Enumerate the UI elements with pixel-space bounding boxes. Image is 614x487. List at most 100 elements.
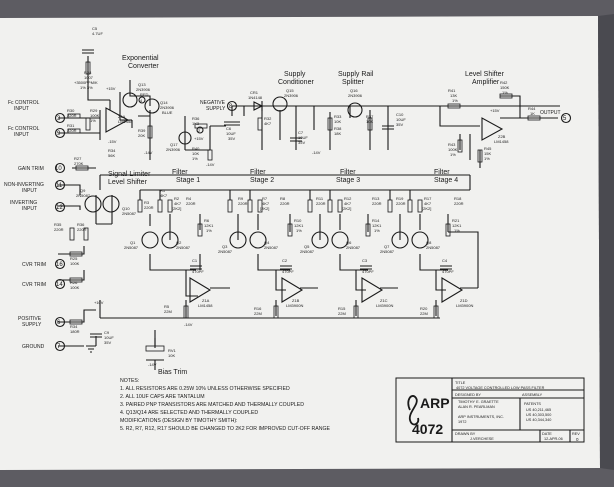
svg-text:LM1458: LM1458 [118, 119, 133, 124]
rail-plus15-a: +15V [106, 86, 116, 91]
svg-text:2N5087: 2N5087 [264, 245, 279, 250]
svg-text:4K7: 4K7 [424, 201, 432, 206]
block-signal-limiter-1: Signal Limiter [108, 171, 151, 178]
svg-text:18K: 18K [334, 131, 341, 136]
svg-text:1N4148: 1N4148 [248, 95, 263, 100]
arp-logo: ARP [407, 395, 450, 426]
svg-text:Q7: Q7 [384, 244, 390, 249]
svg-text:R36: R36 [192, 116, 200, 121]
svg-text:R15: R15 [338, 306, 346, 311]
svg-text:R41: R41 [448, 88, 456, 93]
svg-text:150K: 150K [500, 85, 510, 90]
svg-text:100K: 100K [70, 285, 80, 290]
port-fc-control-2-label: Fc CONTROL [8, 126, 40, 132]
patents-label: PATENTS [524, 402, 541, 406]
transistor-q16-symbol [347, 102, 363, 118]
svg-text:R14: R14 [372, 218, 380, 223]
svg-text:R37: R37 [366, 114, 374, 119]
svg-text:Q16: Q16 [350, 88, 358, 93]
rail-plus15-b: +15V [490, 108, 500, 113]
transistor-q13-symbol [122, 92, 138, 108]
block-exp-converter-2: Converter [128, 63, 159, 70]
svg-text:1%: 1% [374, 228, 380, 233]
rail-minus15-a: -15V [108, 139, 117, 144]
port-inv-label-2: INPUT [22, 206, 37, 212]
svg-text:2N3906: 2N3906 [284, 93, 299, 98]
rail-minus14-e: -14V [148, 362, 157, 367]
block-supply-conditioner-1: Supply [284, 71, 306, 78]
title-label: TITLE [455, 381, 466, 385]
svg-text:R13: R13 [372, 196, 380, 201]
svg-text:220R: 220R [54, 227, 64, 232]
svg-text:2N5087: 2N5087 [122, 211, 137, 216]
svg-text:LM3900N: LM3900N [456, 303, 473, 308]
svg-text:RED: RED [140, 92, 149, 97]
port-inv-num: 12 [56, 205, 63, 211]
port-gain-trim-num: 10 [55, 166, 62, 172]
port-output-label: OUTPUT [540, 110, 561, 116]
svg-text:R35: R35 [54, 222, 62, 227]
svg-text:220R: 220R [238, 201, 248, 206]
port-labels: Fc CONTROL INPUT 3 Fc CONTROL INPUT 9 GA… [4, 98, 567, 350]
designed-label: DESIGNED BY [455, 393, 481, 397]
svg-text:+3500PPM/K: +3500PPM/K [74, 80, 98, 85]
svg-text:2N5087: 2N5087 [76, 193, 91, 198]
svg-text:Q4: Q4 [264, 240, 270, 245]
note-4: 4. Q13/Q14 ARE SELECTED AND THERMALLY CO… [120, 410, 258, 416]
svg-text:[2K2]: [2K2] [342, 206, 351, 211]
transistor-q8-symbol [411, 231, 429, 249]
note-5: 5. R2, R7, R12, R17 SHOULD BE CHANGED TO… [120, 426, 330, 432]
svg-text:1%: 1% [192, 156, 198, 161]
port-2-num: 2 [198, 128, 201, 133]
svg-text:2N3906: 2N3906 [160, 105, 175, 110]
svg-text:Q17: Q17 [170, 142, 178, 147]
svg-text:2N5087: 2N5087 [300, 249, 315, 254]
port-cvr-trim-14-label: CVR TRIM [22, 282, 46, 288]
svg-text:R29: R29 [90, 108, 98, 113]
block-filter-4-a: Filter [434, 169, 450, 176]
transistor-q9-symbol [84, 195, 102, 213]
svg-text:R16: R16 [254, 306, 262, 311]
svg-text:12K1: 12K1 [294, 223, 304, 228]
svg-text:22M: 22M [420, 311, 428, 316]
designed-value-1: TIMOTHY E. GRAETTE [458, 400, 499, 404]
svg-text:1007: 1007 [84, 75, 94, 80]
svg-text:C4: C4 [442, 258, 448, 263]
opamp-z2b-symbol [481, 117, 504, 141]
svg-text:Q2: Q2 [176, 240, 182, 245]
svg-text:Z1B: Z1B [292, 298, 300, 303]
transistor-q4-symbol [249, 231, 267, 249]
svg-text:15K: 15K [484, 151, 491, 156]
port-inv-label: INVERTING [10, 200, 37, 206]
svg-text:2N5087: 2N5087 [176, 245, 191, 250]
logo-text: ARP [420, 395, 450, 411]
svg-text:RV1: RV1 [168, 348, 176, 353]
svg-text:R25: R25 [70, 256, 78, 261]
port-fc-control-1-label-2: INPUT [14, 106, 29, 112]
svg-text:35V: 35V [298, 140, 305, 145]
rail-plus15-c: +15V [194, 136, 204, 141]
svg-text:Z1A: Z1A [202, 298, 210, 303]
svg-text:R32: R32 [264, 116, 272, 121]
svg-text:R39: R39 [138, 128, 146, 133]
